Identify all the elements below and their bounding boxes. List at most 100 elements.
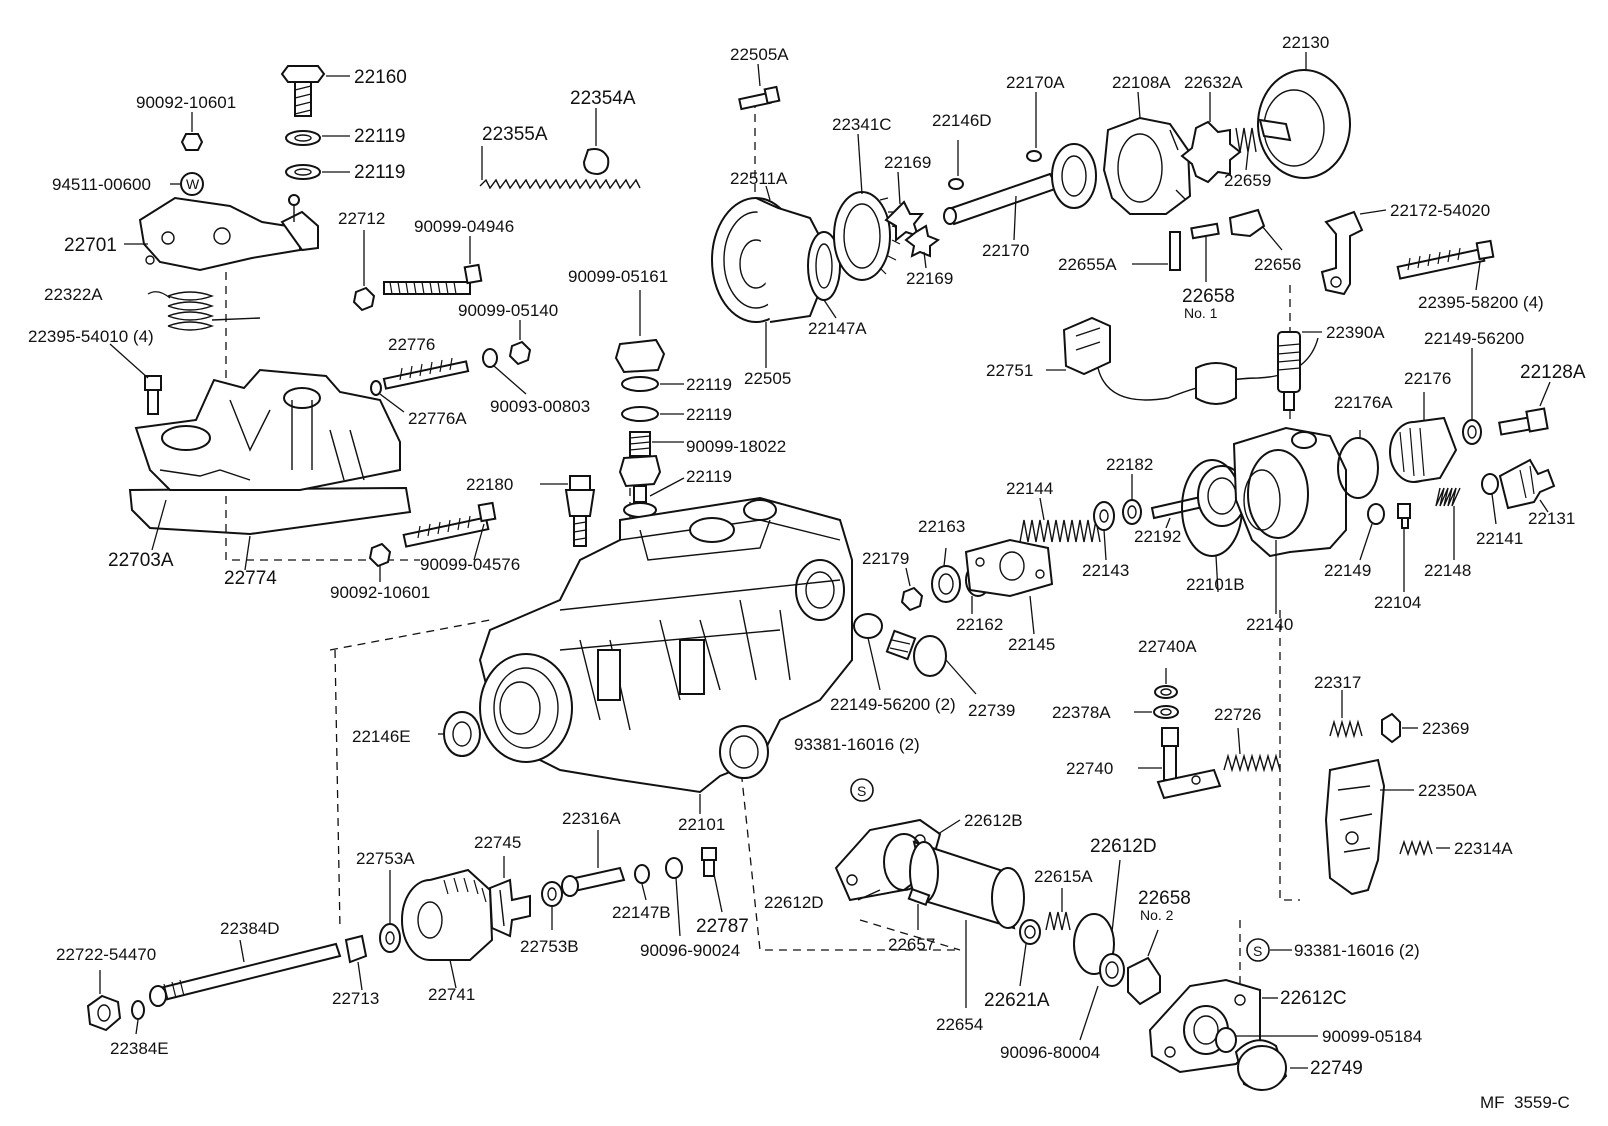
label-22119: 22119 bbox=[686, 405, 732, 424]
label-90099-18022: 90099-18022 bbox=[686, 437, 786, 456]
sealant-symbol-a bbox=[850, 778, 874, 802]
label-22384D: 22384D bbox=[220, 919, 280, 938]
governor-spring-group bbox=[479, 108, 641, 190]
label-22505A: 22505A bbox=[730, 45, 789, 64]
label-22378A: 22378A bbox=[1052, 703, 1111, 722]
label-22146D: 22146D bbox=[932, 111, 992, 130]
label-22119: 22119 bbox=[686, 467, 732, 486]
label-22192: 22192 bbox=[1134, 527, 1181, 546]
label-22144: 22144 bbox=[1006, 479, 1053, 498]
label-22632A: 22632A bbox=[1184, 73, 1243, 92]
label-22740A: 22740A bbox=[1138, 637, 1197, 656]
label-22658: 22658 bbox=[1182, 286, 1235, 307]
label-22104: 22104 bbox=[1374, 593, 1421, 612]
label-22751: 22751 bbox=[986, 361, 1033, 380]
label-22659: 22659 bbox=[1224, 171, 1271, 190]
label-22776A: 22776A bbox=[408, 409, 467, 428]
sealant-symbol-text: S bbox=[857, 783, 866, 799]
label-22101: 22101 bbox=[678, 815, 725, 834]
label-90093-00803: 90093-00803 bbox=[490, 397, 590, 416]
label-90099-05140: 90099-05140 bbox=[458, 301, 558, 320]
label-93381-16016: 93381-16016 (2) bbox=[1294, 941, 1420, 960]
label-22712: 22712 bbox=[338, 209, 385, 228]
label-22128A: 22128A bbox=[1520, 362, 1586, 383]
label-22149-56200: 22149-56200 bbox=[1424, 329, 1524, 348]
label-90099-05161: 90099-05161 bbox=[568, 267, 668, 286]
label-22726: 22726 bbox=[1214, 705, 1261, 724]
label-22169: 22169 bbox=[906, 269, 953, 288]
label-22612B: 22612B bbox=[964, 811, 1023, 830]
label-22774: 22774 bbox=[224, 568, 277, 589]
label-22317: 22317 bbox=[1314, 673, 1361, 692]
pump-housing bbox=[478, 496, 853, 814]
fitting-stack bbox=[540, 290, 685, 547]
label-22355A: 22355A bbox=[482, 124, 548, 145]
label-22655A: 22655A bbox=[1058, 255, 1117, 274]
label-22384E: 22384E bbox=[110, 1039, 169, 1058]
label-22172-54020: 22172-54020 bbox=[1390, 201, 1490, 220]
label-22390A: 22390A bbox=[1326, 323, 1385, 342]
label-22341C: 22341C bbox=[832, 115, 892, 134]
label-22658: 22658 bbox=[1138, 888, 1191, 909]
adjusting-screw-group bbox=[109, 65, 350, 415]
label-22119: 22119 bbox=[686, 375, 732, 394]
label-22180: 22180 bbox=[466, 475, 513, 494]
label-22160: 22160 bbox=[354, 67, 407, 88]
label-22147A: 22147A bbox=[808, 319, 867, 338]
cover-screw-group bbox=[352, 230, 532, 413]
label-22350A: 22350A bbox=[1418, 781, 1477, 800]
label-22145: 22145 bbox=[1008, 635, 1055, 654]
label-22131: 22131 bbox=[1528, 509, 1575, 528]
label-22615A: 22615A bbox=[1034, 867, 1093, 886]
label-22119: 22119 bbox=[354, 126, 405, 147]
sealant-symbol-text: S bbox=[1253, 943, 1262, 959]
label-22739: 22739 bbox=[968, 701, 1015, 720]
label-93381-16016: 93381-16016 (2) bbox=[794, 735, 920, 754]
label-22141: 22141 bbox=[1476, 529, 1523, 548]
label-22753B: 22753B bbox=[520, 937, 579, 956]
label-90092-10601: 90092-10601 bbox=[330, 583, 430, 602]
label-22612D: 22612D bbox=[764, 893, 824, 912]
label-22314A: 22314A bbox=[1454, 839, 1513, 858]
label-22170A: 22170A bbox=[1006, 73, 1065, 92]
label-no-2: No. 2 bbox=[1140, 907, 1174, 923]
label-22169: 22169 bbox=[884, 153, 931, 172]
feed-pump-group bbox=[711, 52, 1351, 368]
governor-cover bbox=[128, 368, 412, 571]
label-22621A: 22621A bbox=[984, 990, 1050, 1011]
regulating-valve-group bbox=[853, 567, 977, 695]
governor-drive-group bbox=[86, 830, 723, 1035]
oil-seal-22146E bbox=[438, 711, 481, 757]
label-22146E: 22146E bbox=[352, 727, 411, 746]
pin-and-bracket-group bbox=[1132, 208, 1283, 282]
label-22176A: 22176A bbox=[1334, 393, 1393, 412]
lower-cover-screws bbox=[368, 501, 497, 582]
label-22612D: 22612D bbox=[1090, 836, 1157, 857]
label-22149-56200-2: 22149-56200 (2) bbox=[830, 695, 956, 714]
label-22776: 22776 bbox=[388, 335, 435, 354]
label-90099-04576: 90099-04576 bbox=[420, 555, 520, 574]
label-22713: 22713 bbox=[332, 989, 379, 1008]
label-22182: 22182 bbox=[1106, 455, 1153, 474]
label-22354A: 22354A bbox=[570, 88, 636, 109]
label-22511A: 22511A bbox=[730, 169, 788, 188]
label-22176: 22176 bbox=[1404, 369, 1451, 388]
bracket-group bbox=[1320, 209, 1495, 296]
label-22505: 22505 bbox=[744, 369, 791, 388]
label-22657: 22657 bbox=[888, 935, 935, 954]
label-22101B: 22101B bbox=[1186, 575, 1245, 594]
label-22170: 22170 bbox=[982, 241, 1029, 260]
part-number-labels: 22160 22119 22119 90092-10601 94511-0060… bbox=[28, 33, 1586, 1112]
label-22119: 22119 bbox=[354, 162, 405, 183]
timer-group bbox=[834, 818, 1318, 1091]
label-22656: 22656 bbox=[1254, 255, 1301, 274]
figure-code: MF 3559-C bbox=[1480, 1093, 1570, 1112]
sealant-symbol-b bbox=[1246, 938, 1270, 962]
label-no-1: No. 1 bbox=[1184, 305, 1218, 321]
label-22612C: 22612C bbox=[1280, 988, 1347, 1009]
distributor-head-group bbox=[931, 348, 1556, 635]
label-22163: 22163 bbox=[918, 517, 965, 536]
label-22722-54470: 22722-54470 bbox=[56, 945, 156, 964]
label-22787: 22787 bbox=[696, 916, 749, 937]
